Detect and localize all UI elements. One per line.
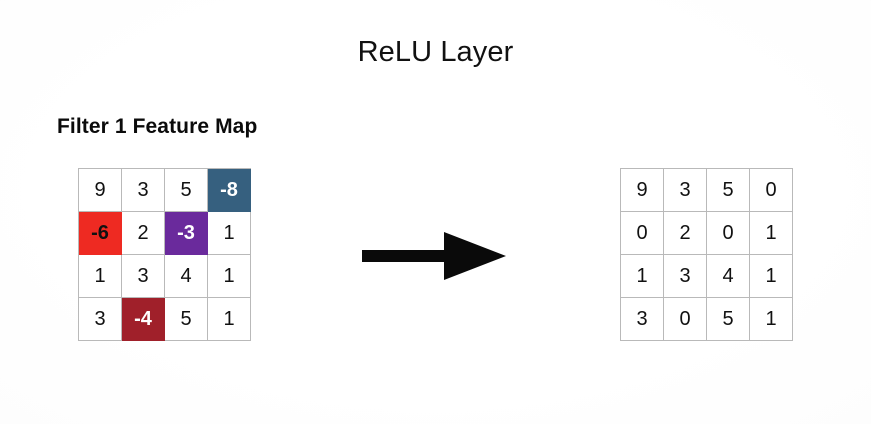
grid-cell: 3 — [79, 298, 122, 341]
grid-cell: 2 — [664, 212, 707, 255]
grid-cell: 1 — [79, 255, 122, 298]
grid-cell: 1 — [750, 298, 793, 341]
grid-cell: 3 — [621, 298, 664, 341]
grid-cell: 2 — [122, 212, 165, 255]
grid-cell: 1 — [750, 212, 793, 255]
grid-cell: 0 — [750, 169, 793, 212]
grid-cell: -6 — [79, 212, 122, 255]
grid-cell: 3 — [664, 255, 707, 298]
transform-arrow — [358, 228, 510, 284]
grid-cell: 4 — [165, 255, 208, 298]
grid-cell: 0 — [621, 212, 664, 255]
grid-cell: 1 — [208, 255, 251, 298]
grid-cell: -8 — [208, 169, 251, 212]
grid-cell: 1 — [750, 255, 793, 298]
grid-cell: 5 — [707, 169, 750, 212]
grid-cell: 9 — [79, 169, 122, 212]
grid-cell: 1 — [621, 255, 664, 298]
grid-cell: -3 — [165, 212, 208, 255]
grid-cell: 3 — [664, 169, 707, 212]
grid-cell: 9 — [621, 169, 664, 212]
grid-cell: 4 — [707, 255, 750, 298]
page-title: ReLU Layer — [357, 36, 514, 68]
grid-cell: 1 — [208, 212, 251, 255]
grid-cell: 3 — [122, 255, 165, 298]
grid-cell: 1 — [208, 298, 251, 341]
grid-cell: 0 — [664, 298, 707, 341]
grid-cell: -4 — [122, 298, 165, 341]
grid-cell: 5 — [165, 169, 208, 212]
grid-cell: 5 — [707, 298, 750, 341]
grid-cell: 5 — [165, 298, 208, 341]
feature-map-label: Filter 1 Feature Map — [57, 115, 258, 138]
grid-cell: 0 — [707, 212, 750, 255]
grid-cell: 3 — [122, 169, 165, 212]
